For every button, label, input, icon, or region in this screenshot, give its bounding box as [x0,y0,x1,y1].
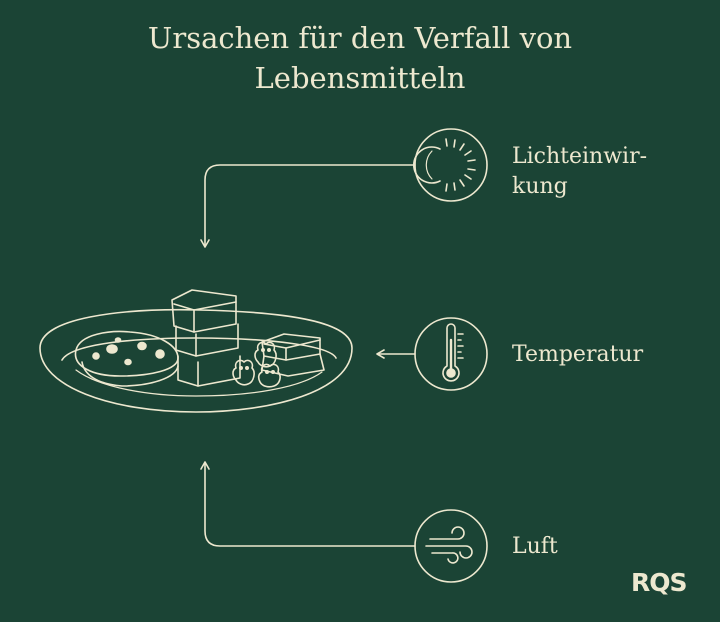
title-line-2: Lebensmitteln [254,61,466,95]
page-title: Ursachen für den Verfall von Lebensmitte… [0,18,720,98]
connector-temperature-arrow [376,349,416,359]
food-plate-illustration [39,289,353,413]
brand-logo: RQS [631,568,688,597]
connector-air-arrow [200,461,416,547]
factor-label-temperature: Temperatur [512,342,644,367]
factor-label-light-line-2: kung [512,174,568,199]
wind-icon [414,509,488,583]
factor-label-light: Lichteinwir- kung [512,142,647,202]
factor-label-air: Luft [512,534,558,559]
title-line-1: Ursachen für den Verfall von [147,21,573,55]
sun-icon [413,128,488,202]
thermometer-icon [414,317,488,391]
factor-label-light-line-1: Lichteinwir- [512,144,648,169]
connector-light-arrow [200,164,416,248]
